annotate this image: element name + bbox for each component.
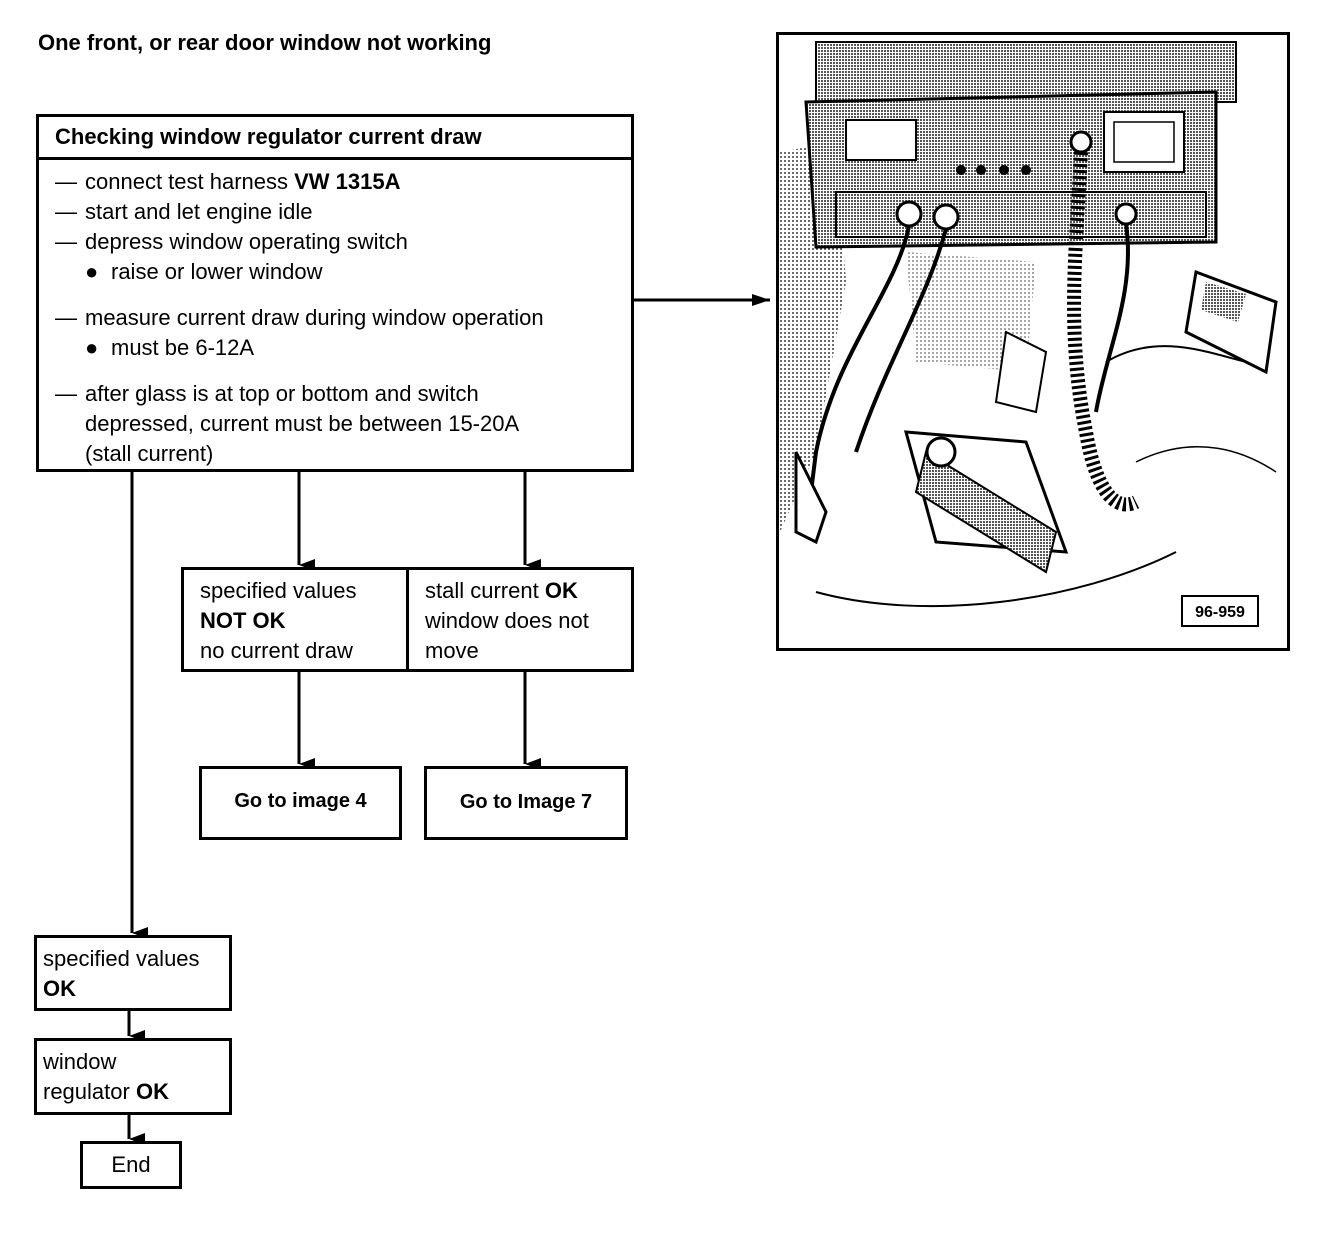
test-harness-illustration: 96-959 <box>776 32 1290 651</box>
step-start-engine: —start and let engine idle <box>55 199 313 224</box>
result-stall-ok-box: stall current OK window does not move <box>406 567 634 672</box>
page-title: One front, or rear door window not worki… <box>38 30 492 55</box>
jack-2 <box>932 203 960 231</box>
instrument-display-right <box>1103 111 1185 173</box>
stall-line1: stall current OK <box>425 578 578 603</box>
end-box: End <box>80 1141 182 1189</box>
substep-must-be: ●must be 6-12A <box>85 335 255 360</box>
step-stall-check-cont: depressed, current must be between 15-20… <box>85 411 520 436</box>
regulator-ok-box: window regulator OK <box>34 1038 232 1115</box>
regulator-line2: regulator OK <box>43 1079 169 1104</box>
step-stall-current-note: (stall current) <box>85 441 214 466</box>
result-not-ok-box: specified values NOT OK no current draw <box>181 567 412 672</box>
step-connect-harness: —connect test harness VW 1315A <box>55 169 401 194</box>
substep-raise-lower: ●raise or lower window <box>85 259 323 284</box>
not-ok-line1: specified values <box>200 578 357 603</box>
goto-image-7[interactable]: Go to Image 7 <box>424 766 628 840</box>
step-stall-check: —after glass is at top or bottom and swi… <box>55 381 479 406</box>
figure-id: 96-959 <box>1195 604 1245 621</box>
figure-id-box <box>1181 595 1259 627</box>
jack-3 <box>1114 202 1138 226</box>
jack-4 <box>1069 130 1093 154</box>
stall-line3: move <box>425 638 479 663</box>
jack-1 <box>895 200 923 228</box>
check-current-draw-box: Checking window regulator current draw —… <box>36 114 634 472</box>
not-ok-line3: no current draw <box>200 638 353 663</box>
ok-line1: specified values <box>43 946 200 971</box>
regulator-line1: window <box>43 1049 117 1074</box>
stall-line2: window does not <box>425 608 589 633</box>
check-heading: Checking window regulator current draw <box>39 117 631 160</box>
goto-image-4[interactable]: Go to image 4 <box>199 766 402 840</box>
ok-line2: OK <box>43 976 76 1001</box>
instrument-display-left <box>845 119 917 161</box>
step-measure-current: —measure current draw during window oper… <box>55 305 544 330</box>
step-depress-switch: —depress window operating switch <box>55 229 408 254</box>
not-ok-line2: NOT OK <box>200 608 286 633</box>
result-ok-box: specified values OK <box>34 935 232 1011</box>
